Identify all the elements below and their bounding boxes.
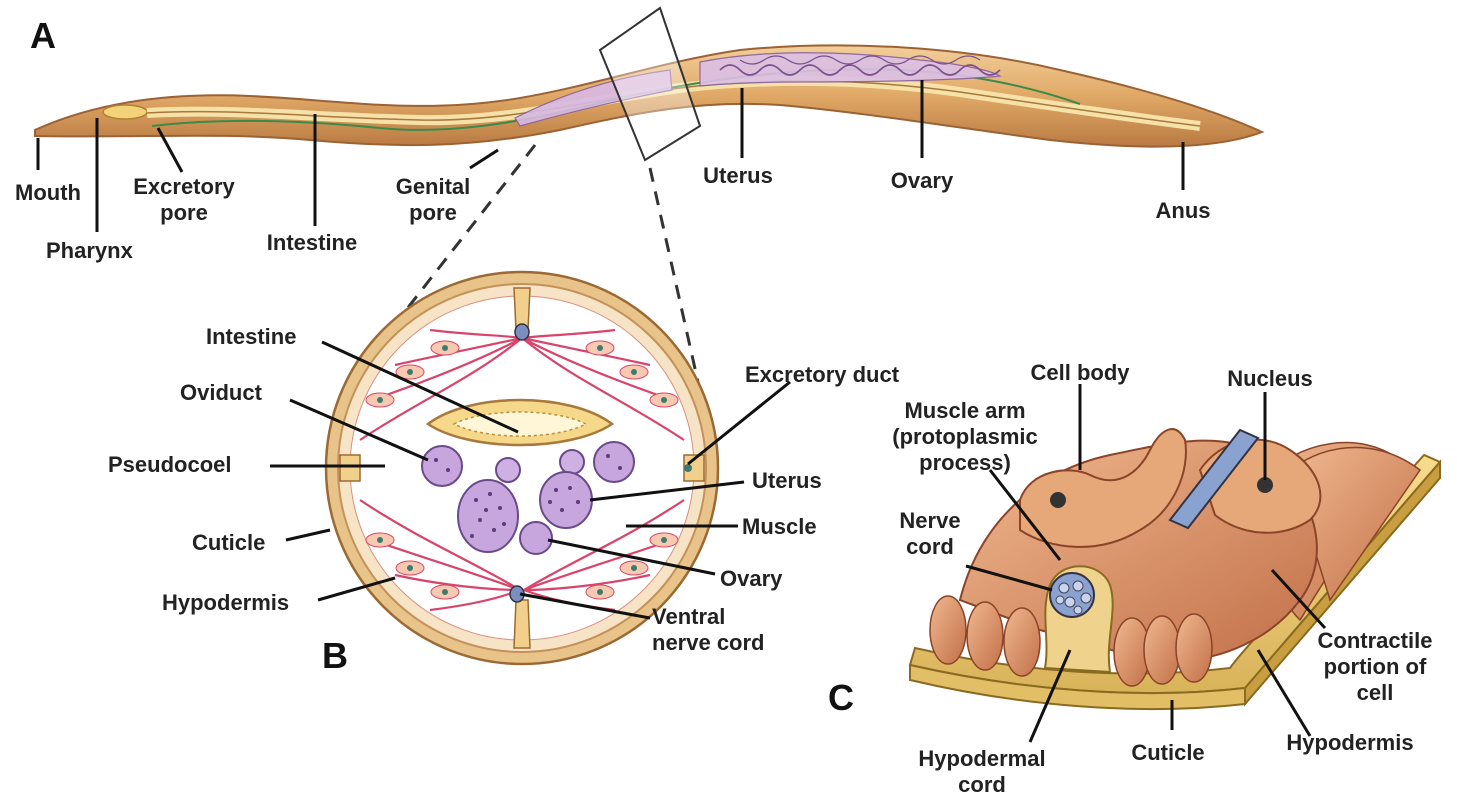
panel-c-muscle-cell: C Cell body Nucleus Muscle arm (protopla… bbox=[828, 360, 1440, 795]
label-excretory-duct: Excretory duct bbox=[745, 362, 900, 387]
panel-b-cross-section: B Intestine Oviduct Pseudocoel Cuticle H… bbox=[108, 272, 900, 676]
label-hypodermis-c: Hypodermis bbox=[1286, 730, 1413, 755]
leader-genital-pore bbox=[470, 150, 498, 168]
label-nerve-cord-2: cord bbox=[906, 534, 954, 559]
label-hypodermal-cord-2: cord bbox=[958, 772, 1006, 795]
label-anus: Anus bbox=[1156, 198, 1211, 223]
label-muscle-arm-2: (protoplasmic bbox=[892, 424, 1037, 449]
label-oviduct: Oviduct bbox=[180, 380, 263, 405]
label-ventral-nerve-1: Ventral bbox=[652, 604, 725, 629]
section-plane bbox=[600, 8, 700, 160]
label-cuticle-b: Cuticle bbox=[192, 530, 265, 555]
dorsal-nerve bbox=[515, 324, 529, 340]
label-intestine-b: Intestine bbox=[206, 324, 296, 349]
label-contractile-2: portion of bbox=[1324, 654, 1427, 679]
label-nerve-cord-1: Nerve bbox=[899, 508, 960, 533]
label-pharynx: Pharynx bbox=[46, 238, 134, 263]
label-excretory-pore-1: Excretory bbox=[133, 174, 235, 199]
excretory-duct-dot bbox=[684, 464, 692, 472]
label-cuticle-c: Cuticle bbox=[1131, 740, 1204, 765]
label-hypodermal-cord-1: Hypodermal bbox=[918, 746, 1045, 771]
nucleus-left bbox=[1050, 492, 1066, 508]
label-genital-pore-1: Genital bbox=[396, 174, 471, 199]
label-ovary-a: Ovary bbox=[891, 168, 954, 193]
label-hypodermis-b: Hypodermis bbox=[162, 590, 289, 615]
label-uterus-b: Uterus bbox=[752, 468, 822, 493]
lateral-cord-left bbox=[340, 455, 360, 481]
front-muscle-fibers-right bbox=[1114, 614, 1212, 686]
label-ovary-b: Ovary bbox=[720, 566, 783, 591]
label-muscle-arm-3: process) bbox=[919, 450, 1011, 475]
label-muscle-arm-1: Muscle arm bbox=[904, 398, 1025, 423]
label-nucleus: Nucleus bbox=[1227, 366, 1313, 391]
label-uterus-a: Uterus bbox=[703, 163, 773, 188]
label-pseudocoel: Pseudocoel bbox=[108, 452, 231, 477]
label-excretory-pore-2: pore bbox=[160, 200, 208, 225]
leader-hypodermis-c bbox=[1258, 650, 1310, 736]
label-cell-body: Cell body bbox=[1030, 360, 1130, 385]
panel-label-b: B bbox=[322, 635, 348, 676]
label-mouth: Mouth bbox=[15, 180, 81, 205]
label-intestine-a: Intestine bbox=[267, 230, 357, 255]
pharynx-bulb bbox=[103, 105, 147, 119]
label-ventral-nerve-2: nerve cord bbox=[652, 630, 765, 655]
label-contractile-3: cell bbox=[1357, 680, 1394, 705]
label-contractile-1: Contractile bbox=[1318, 628, 1433, 653]
leader-cuticle-b bbox=[286, 530, 330, 540]
panel-label-a: A bbox=[30, 15, 56, 56]
ventral-cord bbox=[514, 600, 530, 648]
label-muscle: Muscle bbox=[742, 514, 817, 539]
label-genital-pore-2: pore bbox=[409, 200, 457, 225]
panel-label-c: C bbox=[828, 677, 854, 718]
front-muscle-fibers-left bbox=[930, 596, 1040, 676]
